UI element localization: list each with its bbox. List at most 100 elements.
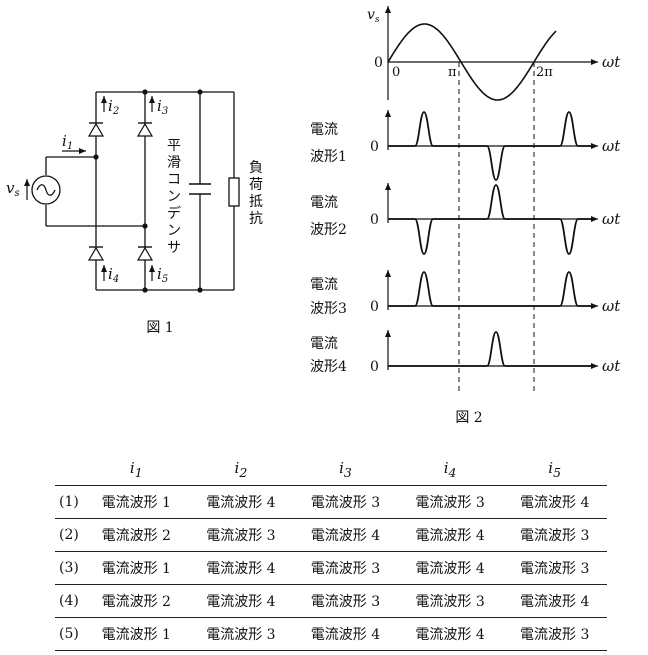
svg-text:サ: サ [167,240,181,256]
waveform-4-omega-t: ωt [602,357,621,375]
svg-text:負: 負 [249,160,263,176]
diode-d4-icon [87,246,105,261]
table-cell: 電流波形 2 [101,594,171,610]
table-cell: 電流波形 3 [206,528,276,544]
table-cell: 電流波形 4 [415,627,485,643]
waveform-3-curve [388,271,592,307]
table-cell: 電流波形 1 [101,561,171,577]
pi-tick-label: π [448,65,457,80]
current-label-i2: i2 [108,97,119,117]
table-cell: 電流波形 3 [520,627,590,643]
vs-origin-zero: 0 [374,55,383,71]
load-label: 負 荷 抵 抗 [249,160,263,227]
vs-label: vs [367,7,380,25]
table-cell: 電流波形 1 [101,495,171,511]
choice-number: (4) [59,593,79,609]
figure1-caption: 図 1 [146,320,173,336]
load-resistor-icon [228,177,240,207]
waveform-4-label-line1: 電流 [310,336,338,352]
vs-omega-t-label: ωt [602,53,621,71]
source-label: vs [6,179,20,199]
svg-text:コ: コ [167,172,181,188]
table-header-row: i1 i2 i3 i4 i5 [55,453,607,486]
waveform-1: 電流 波形1 0 ωt [310,110,621,181]
waveform-2-label-line1: 電流 [310,195,338,211]
table-row: (4) 電流波形 2 電流波形 4 電流波形 3 電流波形 3 電流波形 4 [55,585,607,618]
svg-text:抵: 抵 [249,194,263,210]
phase-guide-lines [458,62,535,392]
table-row: (1) 電流波形 1 電流波形 4 電流波形 3 電流波形 3 電流波形 4 [55,486,607,519]
table-header-blank [55,453,84,486]
diode-d2-icon [87,122,105,137]
waveform-3-label-line2: 波形3 [310,301,347,317]
table-header-i5: i5 [502,453,607,486]
capacitor-label: 平 滑 コ ン デ ン サ [167,138,181,256]
table-cell: 電流波形 3 [310,495,381,511]
junction-dots [93,89,203,293]
current-label-i1: i1 [62,132,73,152]
figure2-caption: 図 2 [455,410,482,426]
table-header-i4: i4 [397,453,503,486]
choice-number: (3) [59,560,79,576]
waveform-2-zero: 0 [370,212,379,228]
table-cell: 電流波形 4 [415,528,485,544]
table-header-i2: i2 [188,453,294,486]
svg-text:抗: 抗 [249,211,263,227]
figure-canvas: vs i1 i2 i3 i4 [6,6,621,426]
choice-number: (1) [59,494,79,510]
waveform-3-label-line1: 電流 [310,277,338,293]
table-cell: 電流波形 4 [310,627,381,643]
svg-text:ン: ン [167,223,181,239]
waveform-3-omega-t: ωt [602,297,621,315]
diode-d5-icon [136,246,154,261]
vs-sine-curve [387,23,557,101]
table-cell: 電流波形 3 [415,594,485,610]
waveform-2-label-line2: 波形2 [310,222,347,238]
choice-number: (2) [59,527,79,543]
table-row: (5) 電流波形 1 電流波形 3 電流波形 4 電流波形 4 電流波形 3 [55,618,607,651]
table-row: (2) 電流波形 2 電流波形 3 電流波形 4 電流波形 4 電流波形 3 [55,519,607,552]
table-header-i1: i1 [84,453,189,486]
svg-text:荷: 荷 [249,177,263,193]
table-cell: 電流波形 3 [310,594,381,610]
two-pi-tick-label: 2π [536,65,553,80]
waveform-2-omega-t: ωt [602,210,621,228]
table-cell: 電流波形 4 [520,594,590,610]
svg-text:滑: 滑 [167,154,181,171]
ac-source-icon [31,175,61,205]
vs-axis-zero-tick: 0 [392,65,400,80]
vs-axes [385,6,598,100]
waveform-1-curve [388,111,592,181]
answer-table: i1 i2 i3 i4 i5 (1) 電流波形 1 電流波形 4 電流波形 3 … [55,453,607,651]
waveform-2-curve [388,184,592,255]
table-cell: 電流波形 4 [206,594,276,610]
diode-d3-icon [136,122,154,137]
table-cell: 電流波形 4 [310,528,381,544]
choice-number: (5) [59,626,79,642]
svg-text:デ: デ [167,205,181,222]
waveform-4-curve [388,331,592,367]
current-label-i5: i5 [157,265,168,285]
current-label-i3: i3 [157,97,168,117]
table-cell: 電流波形 4 [206,561,276,577]
waveform-3-zero: 0 [370,299,379,315]
waveform-1-label-line2: 波形1 [310,149,347,165]
table-cell: 電流波形 3 [206,627,276,643]
table-cell: 電流波形 2 [101,528,171,544]
smoothing-capacitor-icon [189,183,211,195]
table-cell: 電流波形 4 [520,495,590,511]
table-cell: 電流波形 3 [520,528,590,544]
table-cell: 電流波形 3 [310,561,381,577]
waveform-2: 電流 波形2 0 ωt [310,183,621,255]
table-cell: 電流波形 4 [415,561,485,577]
waveform-1-omega-t: ωt [602,137,621,155]
table-row: (3) 電流波形 1 電流波形 4 電流波形 3 電流波形 4 電流波形 3 [55,552,607,585]
table-cell: 電流波形 3 [520,561,590,577]
table-header-i3: i3 [293,453,398,486]
svg-text:平: 平 [167,138,181,154]
table-cell: 電流波形 1 [101,627,171,643]
waveform-4: 電流 波形4 0 ωt [310,330,621,375]
table-cell: 電流波形 4 [206,495,276,511]
current-label-i4: i4 [108,265,119,285]
waveform-1-zero: 0 [370,139,379,155]
